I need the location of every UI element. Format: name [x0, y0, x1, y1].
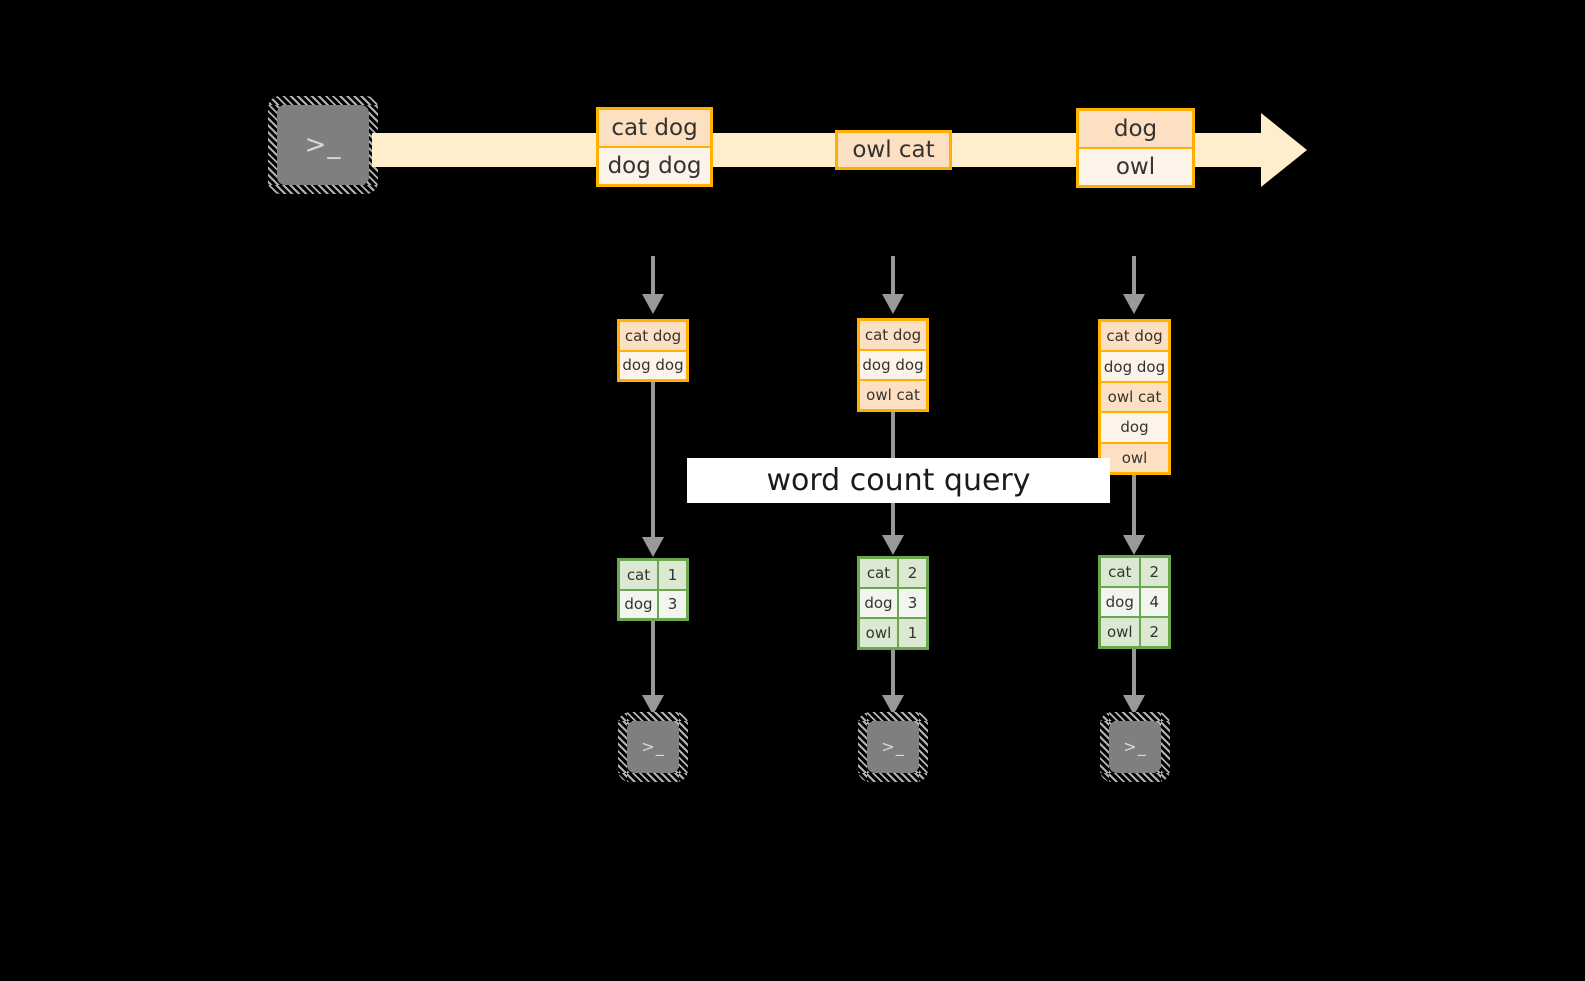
snapshot-2-input-row: dog dog [860, 349, 926, 379]
stream-event-row: owl cat [838, 133, 949, 167]
snapshot-3-input-row: dog dog [1101, 350, 1168, 381]
snapshot-2-input-stack[interactable]: cat dog dog dog owl cat [857, 318, 929, 412]
result-word: cat [860, 559, 897, 587]
source-terminal-icon: >_ [268, 96, 378, 194]
result-count: 1 [656, 561, 686, 589]
sink-terminal-surface: >_ [627, 721, 679, 773]
snapshot-1-sink-line [651, 621, 655, 699]
result-word: owl [1101, 618, 1139, 646]
snapshot-3-feed-arrowhead [1123, 294, 1145, 314]
stream-event-group-2[interactable]: owl cat [835, 130, 952, 170]
terminal-prompt-glyph: >_ [304, 130, 342, 160]
stream-arrow-head [1261, 113, 1307, 187]
result-count: 1 [896, 619, 926, 647]
snapshot-3-input-row: owl cat [1101, 380, 1168, 412]
result-word: cat [620, 561, 657, 589]
table-row: dog 3 [620, 588, 686, 618]
table-row: dog 4 [1101, 586, 1168, 616]
table-row: owl 1 [860, 617, 926, 647]
snapshot-2-query-arrowhead [882, 535, 904, 555]
snapshot-2-feed-arrowhead [882, 294, 904, 314]
result-word: cat [1101, 558, 1139, 586]
stream-event-row: dog [1079, 111, 1192, 147]
result-word: dog [620, 590, 657, 618]
source-terminal-surface: >_ [277, 105, 369, 185]
snapshot-1-sink-terminal-icon: >_ [618, 712, 688, 782]
terminal-prompt-glyph: >_ [641, 737, 665, 756]
result-count: 3 [896, 589, 926, 617]
snapshot-2-feed-line [891, 256, 895, 298]
result-word: owl [860, 619, 897, 647]
table-row: dog 3 [860, 587, 926, 617]
snapshot-3-input-stack[interactable]: cat dog dog dog owl cat dog owl [1098, 319, 1171, 475]
result-count: 2 [1138, 618, 1168, 646]
table-row: cat 2 [860, 559, 926, 587]
snapshot-3-sink-line [1132, 649, 1136, 699]
snapshot-3-input-row: owl [1101, 441, 1168, 473]
table-row: cat 1 [620, 561, 686, 589]
snapshot-2-sink-line [891, 650, 895, 699]
result-count: 2 [1138, 558, 1168, 586]
stream-event-row: owl [1079, 147, 1192, 185]
result-count: 4 [1138, 588, 1168, 616]
terminal-prompt-glyph: >_ [1123, 737, 1147, 756]
query-label-text: word count query [766, 463, 1031, 498]
snapshot-3-query-line [1132, 475, 1136, 539]
result-word: dog [860, 589, 897, 617]
snapshot-3-query-arrowhead [1123, 535, 1145, 555]
snapshot-1-query-line [651, 382, 655, 541]
snapshot-2-result-table[interactable]: cat 2 dog 3 owl 1 [857, 556, 929, 650]
terminal-prompt-glyph: >_ [881, 737, 905, 756]
snapshot-3-sink-arrowhead [1123, 695, 1145, 715]
stream-event-group-1[interactable]: cat dog dog dog [596, 107, 713, 187]
table-row: owl 2 [1101, 616, 1168, 646]
snapshot-2-input-row: cat dog [860, 321, 926, 349]
table-row: cat 2 [1101, 558, 1168, 586]
snapshot-3-feed-line [1132, 256, 1136, 298]
snapshot-1-input-row: cat dog [620, 322, 686, 350]
snapshot-1-input-stack[interactable]: cat dog dog dog [617, 319, 689, 382]
snapshot-1-result-table[interactable]: cat 1 dog 3 [617, 558, 689, 621]
snapshot-1-feed-arrowhead [642, 294, 664, 314]
snapshot-1-sink-arrowhead [642, 695, 664, 715]
stream-event-group-3[interactable]: dog owl [1076, 108, 1195, 188]
query-label-band: word count query [687, 458, 1110, 503]
sink-terminal-surface: >_ [1109, 721, 1161, 773]
stream-event-row: dog dog [599, 146, 710, 184]
stream-event-row: cat dog [599, 110, 710, 146]
sink-terminal-surface: >_ [867, 721, 919, 773]
snapshot-2-sink-arrowhead [882, 695, 904, 715]
snapshot-2-input-row: owl cat [860, 379, 926, 409]
result-word: dog [1101, 588, 1139, 616]
snapshot-3-input-row: dog [1101, 411, 1168, 442]
snapshot-1-query-arrowhead [642, 537, 664, 557]
snapshot-3-sink-terminal-icon: >_ [1100, 712, 1170, 782]
result-count: 3 [656, 590, 686, 618]
result-count: 2 [896, 559, 926, 587]
snapshot-1-feed-line [651, 256, 655, 298]
snapshot-3-input-row: cat dog [1101, 322, 1168, 351]
snapshot-1-input-row: dog dog [620, 349, 686, 379]
snapshot-3-result-table[interactable]: cat 2 dog 4 owl 2 [1098, 555, 1171, 649]
snapshot-2-sink-terminal-icon: >_ [858, 712, 928, 782]
